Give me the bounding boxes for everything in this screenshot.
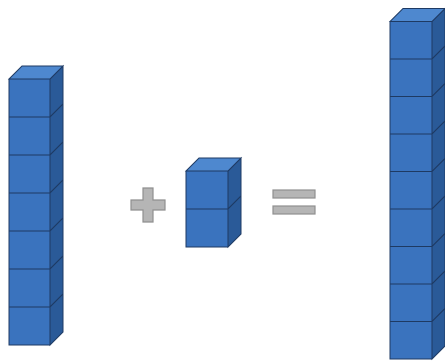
left-cube-stack — [9, 66, 63, 345]
result-cube-stack — [390, 9, 445, 360]
unit-cube — [9, 66, 63, 117]
equals-bar-bottom — [273, 206, 315, 214]
unit-cube — [390, 9, 445, 60]
unit-cube — [186, 158, 241, 209]
equals-icon — [273, 190, 315, 214]
plus-icon — [131, 188, 165, 222]
equals-bar-top — [273, 190, 315, 198]
middle-cube-stack — [186, 158, 241, 247]
